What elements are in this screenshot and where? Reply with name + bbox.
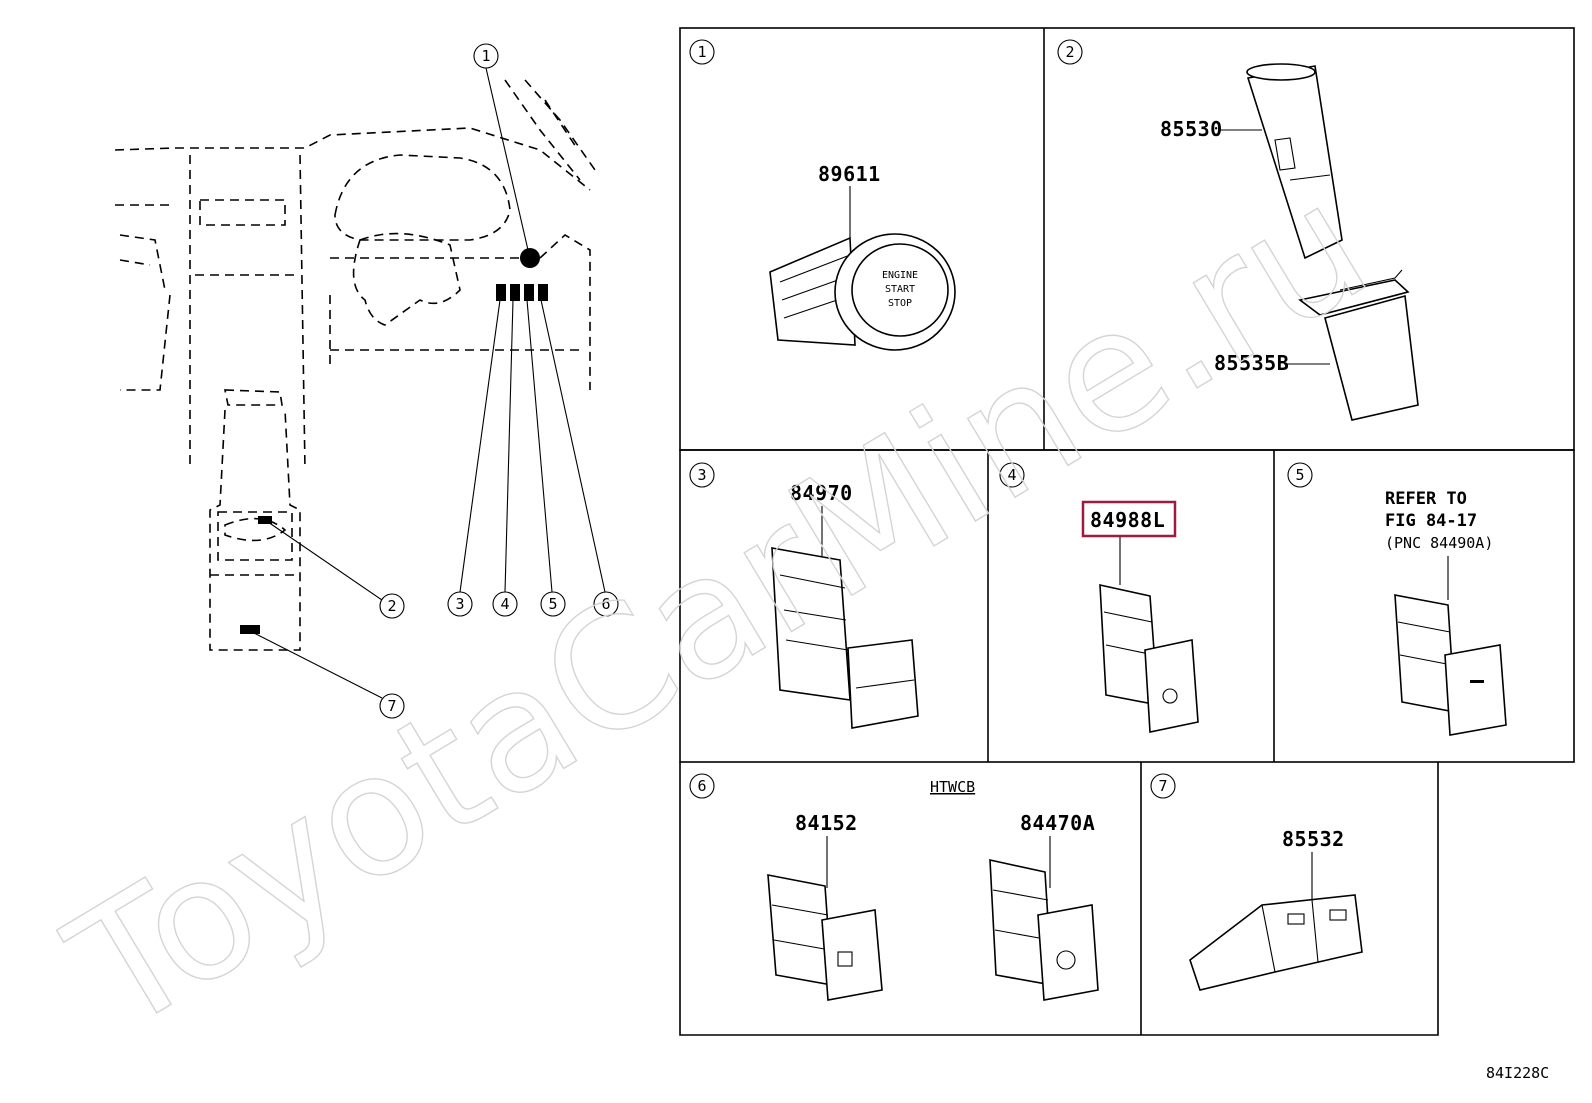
overview-callout-3[interactable] xyxy=(447,591,473,617)
panel-2-number: 2 xyxy=(1065,43,1074,61)
refer-note-line-2: FIG 84-17 xyxy=(1385,511,1477,531)
figure-code: 84I228C xyxy=(1486,1064,1549,1082)
switch-84470A-illustration xyxy=(989,858,1099,1001)
watermark-text: ToyotaCarMine.ru xyxy=(39,145,1399,1069)
switch-84988L-illustration xyxy=(1099,583,1199,733)
dashboard-overview: 1 2 3 4 5 6 7 xyxy=(114,43,619,719)
part-number-85530[interactable]: 85530 xyxy=(1160,117,1223,141)
panel-4: 4 84988L xyxy=(999,462,1199,733)
part-number-85535B[interactable]: 85535B xyxy=(1214,351,1289,375)
socket-85530-illustration xyxy=(1246,63,1343,260)
svg-text:STOP: STOP xyxy=(888,298,912,309)
socket-85535B-illustration xyxy=(1298,269,1419,421)
engine-start-button-illustration: ENGINE START STOP xyxy=(769,233,956,351)
overview-callout-7[interactable] xyxy=(379,693,405,719)
panel-grid xyxy=(679,27,1575,1036)
overview-callout-4[interactable] xyxy=(492,591,518,617)
overview-callout-5[interactable] xyxy=(540,591,566,617)
panel-3-number: 3 xyxy=(697,466,706,484)
panel-1: 1 89611 ENGINE START STOP xyxy=(689,39,956,351)
svg-text:4: 4 xyxy=(500,595,509,613)
svg-text:1: 1 xyxy=(481,47,490,65)
svg-text:7: 7 xyxy=(387,697,396,715)
svg-text:2: 2 xyxy=(387,597,396,615)
part-number-84152[interactable]: 84152 xyxy=(795,811,858,835)
highlight-box-84988L xyxy=(1081,500,1177,538)
svg-text:3: 3 xyxy=(455,595,464,613)
panel-1-number: 1 xyxy=(697,43,706,61)
part-number-84988L[interactable]: 84988L xyxy=(1090,508,1165,532)
overview-callout-1[interactable] xyxy=(473,43,499,69)
panel-5: 5 REFER TO FIG 84-17 (PNC 84490A) xyxy=(1287,462,1507,736)
group-label-htwcb: HTWCB xyxy=(930,778,975,796)
panel-7-number: 7 xyxy=(1158,777,1167,795)
panel-6: 6 HTWCB 84152 84470A xyxy=(689,773,1099,1001)
part-number-89611[interactable]: 89611 xyxy=(818,162,881,186)
panel-7: 7 85532 xyxy=(1150,773,1363,991)
part-number-84970[interactable]: 84970 xyxy=(790,481,853,505)
svg-text:START: START xyxy=(885,284,915,295)
switch-85532-illustration xyxy=(1189,894,1363,991)
svg-text:ENGINE: ENGINE xyxy=(882,270,918,281)
switch-84152-illustration xyxy=(767,874,883,1001)
switch-84490A-illustration xyxy=(1394,594,1507,736)
panel-4-number: 4 xyxy=(1007,466,1016,484)
refer-note-line-1: REFER TO xyxy=(1385,489,1467,509)
refer-note-line-3: (PNC 84490A) xyxy=(1385,534,1493,552)
svg-text:6: 6 xyxy=(601,595,610,613)
part-number-84470A[interactable]: 84470A xyxy=(1020,811,1095,835)
panel-3: 3 84970 xyxy=(689,462,919,729)
part-number-85532[interactable]: 85532 xyxy=(1282,827,1345,851)
panel-5-number: 5 xyxy=(1295,466,1304,484)
panel-2: 2 85530 85535B xyxy=(1057,39,1419,421)
overview-callout-6[interactable] xyxy=(593,591,619,617)
overview-callout-2[interactable] xyxy=(379,593,405,619)
switch-84970-illustration xyxy=(771,547,919,729)
svg-text:5: 5 xyxy=(548,595,557,613)
panel-6-number: 6 xyxy=(697,777,706,795)
